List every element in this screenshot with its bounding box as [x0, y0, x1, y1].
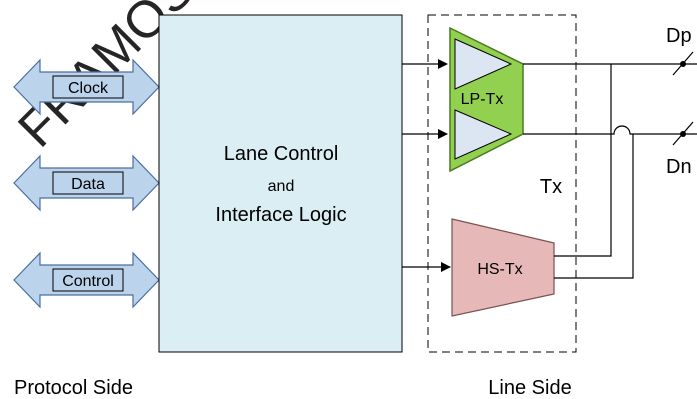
hs-dn-connection	[554, 134, 634, 279]
control-label: Control	[62, 273, 114, 290]
dp-label: Dp	[666, 25, 692, 47]
clock-label: Clock	[68, 80, 109, 97]
tx-boundary	[427, 14, 577, 353]
dn-label: Dn	[666, 156, 692, 178]
data-signal-arrow: Data	[13, 154, 160, 212]
lane-control-block	[158, 14, 403, 353]
hs-tx-block: HS-Tx	[451, 218, 555, 317]
line-side-caption: Line Side	[488, 377, 571, 399]
lane-control-line1: Lane Control	[224, 143, 339, 165]
lane-control-line3: Interface Logic	[215, 204, 346, 226]
tx-label: Tx	[540, 176, 562, 198]
control-label-box	[52, 268, 124, 292]
dn-output-marker	[672, 121, 694, 146]
lp-tx-block: LP-Tx	[449, 26, 524, 173]
clock-label-box	[52, 75, 124, 99]
hs-dp-connection	[554, 64, 612, 257]
dn-output-line	[523, 125, 697, 135]
protocol-side-caption: Protocol Side	[14, 377, 133, 399]
data-label-box	[52, 171, 124, 195]
hs-tx-label: HS-Tx	[477, 261, 522, 278]
lp-tx-label: LP-Tx	[461, 91, 504, 108]
control-signal-arrow: Control	[13, 251, 160, 309]
data-label: Data	[71, 176, 105, 193]
lane-control-line2: and	[268, 178, 295, 195]
dp-output-marker	[672, 51, 694, 76]
